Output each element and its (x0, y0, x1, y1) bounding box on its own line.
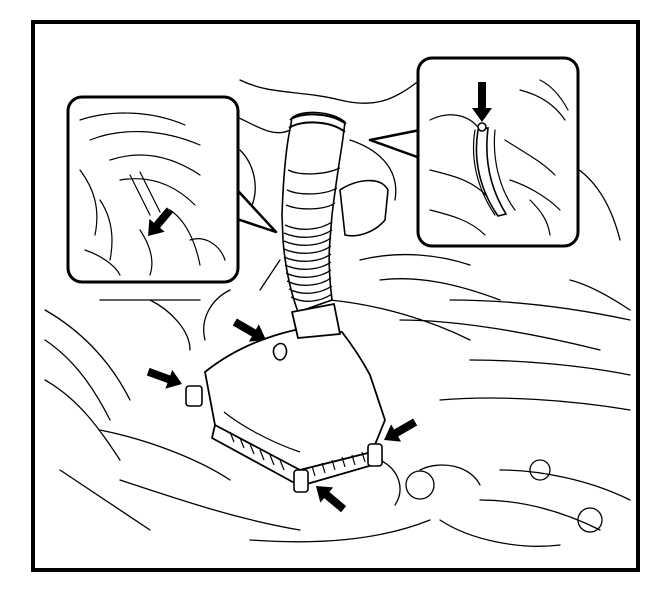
inset-right-hose-clamp-detail (368, 56, 580, 248)
arrow-left-clip (146, 367, 182, 389)
arrow-bottom-clip (316, 486, 347, 513)
hose-corrugation (283, 167, 341, 302)
case-ribs (223, 411, 366, 477)
hose-side-bracket (339, 179, 389, 237)
arrow-right-clip (384, 418, 418, 442)
arrows (146, 82, 492, 513)
intake-hose (281, 111, 347, 313)
inset-left-clamp-detail (66, 95, 278, 284)
air-cleaner-case (204, 303, 386, 487)
case-clips (185, 342, 383, 493)
engine-bay-background (44, 79, 631, 547)
arrow-inset-left (148, 207, 173, 236)
arrow-inset-right (472, 82, 492, 122)
arrow-lid-top (232, 318, 266, 342)
